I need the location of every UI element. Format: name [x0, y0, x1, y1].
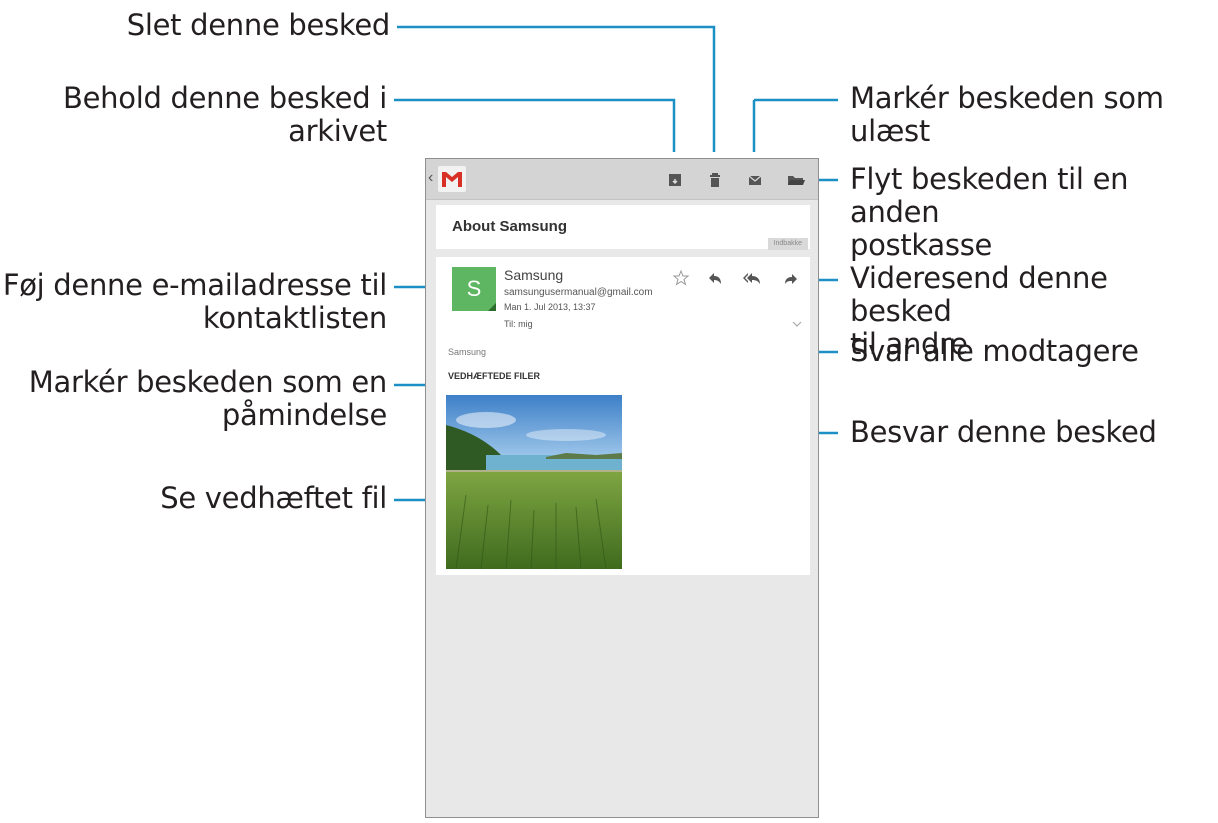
reply-icon[interactable]: [706, 270, 724, 288]
callout-move: Flyt beskeden til en anden postkasse: [850, 163, 1218, 262]
email-subject: About Samsung: [452, 218, 567, 235]
callout-archive: Behold denne besked i arkivet: [63, 81, 387, 148]
delete-icon[interactable]: [706, 171, 724, 189]
callout-view-attachment: Se vedhæftet fil: [160, 481, 387, 515]
callout-forward: Videresend denne besked til andre: [850, 262, 1218, 361]
callout-add-contact-line2: kontaktlisten: [202, 301, 387, 335]
move-folder-icon[interactable]: [786, 171, 805, 189]
callout-reply: Besvar denne besked: [850, 415, 1157, 449]
action-bar: ‹: [426, 159, 818, 200]
archive-icon[interactable]: [666, 171, 684, 189]
callout-delete: Slet denne besked: [126, 8, 391, 42]
callout-forward-line1: Videresend denne besked: [850, 261, 1108, 328]
avatar-letter: S: [466, 276, 482, 301]
back-chevron-icon[interactable]: ‹: [428, 169, 434, 186]
star-icon[interactable]: [672, 269, 690, 287]
callout-reminder-line2: påmindelse: [221, 398, 387, 432]
sender-avatar[interactable]: S: [452, 267, 496, 311]
callout-reply-all: Svar alle modtagere: [850, 334, 1139, 368]
subject-card: About Samsung: [436, 205, 810, 249]
forward-icon[interactable]: [782, 270, 800, 288]
inbox-label-badge[interactable]: Indbakke: [767, 238, 808, 250]
sent-date: Man 1. Jul 2013, 13:37: [504, 302, 596, 312]
callout-reminder-line1: Markér beskeden som en: [28, 365, 388, 399]
reply-all-icon[interactable]: [742, 270, 764, 288]
message-card: S Samsung samsungusermanual@gmail.com Ma…: [436, 257, 810, 575]
callout-add-contact: Føj denne e-mailadresse til kontaktliste…: [3, 269, 387, 335]
email-body: Samsung: [448, 347, 487, 357]
sender-email: samsungusermanual@gmail.com: [504, 287, 653, 298]
callout-move-line1: Flyt beskeden til en anden: [850, 162, 1129, 229]
recipient: Til: mig: [504, 319, 533, 329]
chevron-down-icon[interactable]: [788, 315, 806, 333]
callout-mark-unread: Markér beskeden som ulæst: [850, 81, 1164, 148]
mark-unread-icon[interactable]: [746, 171, 764, 189]
attachment-thumbnail[interactable]: [446, 395, 622, 569]
attachments-header: VEDHÆFTEDE FILER: [448, 371, 541, 381]
email-screen: ‹ About Samsung Indbakke S Samsu: [425, 158, 819, 818]
callout-add-contact-line1: Føj denne e-mailadresse til: [2, 268, 387, 302]
sender-name: Samsung: [504, 267, 564, 283]
callout-forward-line2: til andre: [850, 327, 968, 361]
gmail-logo-icon[interactable]: [438, 166, 466, 192]
callout-reminder: Markér beskeden som en påmindelse: [28, 365, 388, 432]
add-contact-corner-icon: [488, 303, 496, 311]
callout-move-line2: postkasse: [850, 228, 993, 262]
